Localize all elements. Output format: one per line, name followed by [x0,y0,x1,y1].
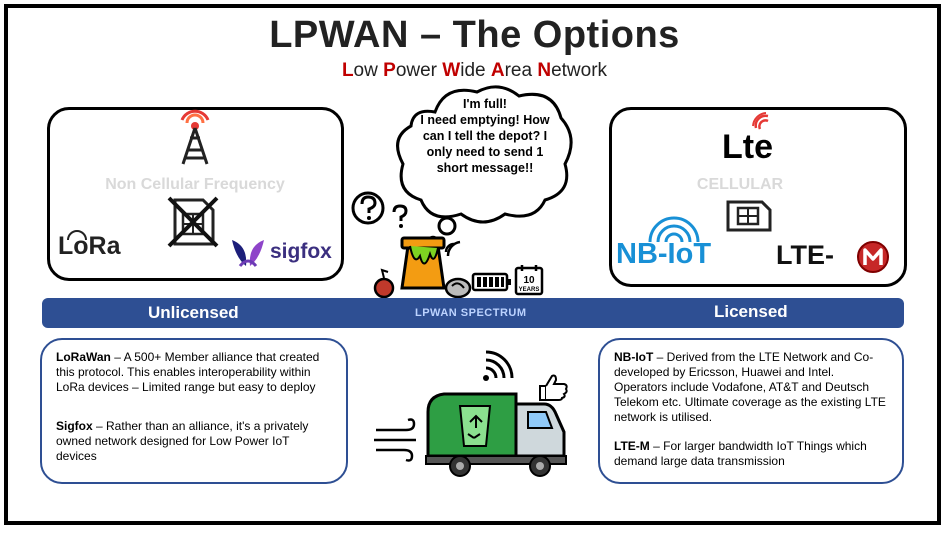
sim-card-icon [726,200,772,232]
licensed-label: Licensed [714,302,788,321]
subtitle-initial: A [490,60,505,81]
years-number: 10 [523,275,535,286]
sigfox-logo: sigfox [270,240,332,263]
calendar-icon: 10 YEARS [514,265,544,296]
nbiot-text: – Derived from the LTE Network and Co-de… [614,350,886,424]
subtitle-word: ide [460,60,491,81]
thumbs-up-icon [539,374,568,401]
ltem-badge-icon [857,241,889,273]
nbiot-paragraph: NB-IoT – Derived from the LTE Network an… [614,350,888,425]
non-cellular-panel [47,107,344,281]
sigfox-title: Sigfox [56,419,93,433]
ltem-text: – For larger bandwidth IoT Things which … [614,439,867,468]
lte-signal-icon [752,112,769,130]
nbiot-logo: NB-IoT [616,238,712,270]
lte-logo: Lte [722,128,773,166]
subtitle-initial: L [341,60,354,81]
nbiot-signal-icon [648,216,700,243]
years-label: YEARS [519,287,540,293]
overflowing-bin-icon [373,236,472,299]
ltem-logo: LTE- [776,240,834,270]
bubble-line: can I tell the depot? I [422,129,548,143]
bubble-line: only need to send 1 [426,145,544,159]
battery-icon [471,272,511,292]
lora-wave-icon [67,230,87,241]
wind-exhaust-icon [374,418,416,462]
lora-logo: LoRa [58,232,121,260]
subtitle-word: ower [395,60,443,81]
subtitle-initial: N [537,60,552,81]
bubble-text: I'm full! I need emptying! How can I tel… [404,96,566,176]
subtitle-word: etwork [551,60,608,81]
question-mark-small-icon [392,204,408,228]
licensed-info-box: NB-IoT – Derived from the LTE Network an… [598,338,904,484]
sigfox-text: – Rather than an alliance, it's a privat… [56,419,309,463]
ltem-paragraph: LTE-M – For larger bandwidth IoT Things … [614,439,888,469]
ltem-title: LTE-M [614,439,650,453]
wifi-signal-icon [483,350,514,381]
no-sim-icon [167,196,219,248]
bubble-line: short message!! [436,161,534,175]
slide-title: LPWAN – The Options [269,14,680,56]
cellular-panel [609,107,907,287]
lorawan-text: – A 500+ Member alliance that created th… [56,350,320,394]
garbage-truck-icon [425,392,567,477]
lorawan-paragraph: LoRaWan – A 500+ Member alliance that cr… [56,350,332,395]
radio-tower-icon [180,109,210,165]
non-cellular-label: Non Cellular Frequency [105,176,285,193]
subtitle-word: rea [504,60,538,81]
spectrum-label: LPWAN SPECTRUM [415,307,527,319]
sigfox-logo-icon [232,240,264,267]
nbiot-title: NB-IoT [614,350,654,364]
subtitle-word: ow [353,60,384,81]
unlicensed-info-box: LoRaWan – A 500+ Member alliance that cr… [40,338,348,484]
slide-subtitle: Low Power Wide Area Network [0,60,949,82]
question-mark-icon [351,191,385,225]
spectrum-band: Unlicensed LPWAN SPECTRUM Licensed [42,298,904,328]
bubble-line: I need emptying! How [420,113,550,127]
subtitle-initial: W [442,60,461,81]
bubble-line: I'm full! [463,97,507,111]
cellular-label: CELLULAR [696,176,784,193]
sigfox-paragraph: Sigfox – Rather than an alliance, it's a… [56,419,332,464]
unlicensed-label: Unlicensed [148,303,239,322]
subtitle-initial: P [383,60,396,81]
lorawan-title: LoRaWan [56,350,111,364]
